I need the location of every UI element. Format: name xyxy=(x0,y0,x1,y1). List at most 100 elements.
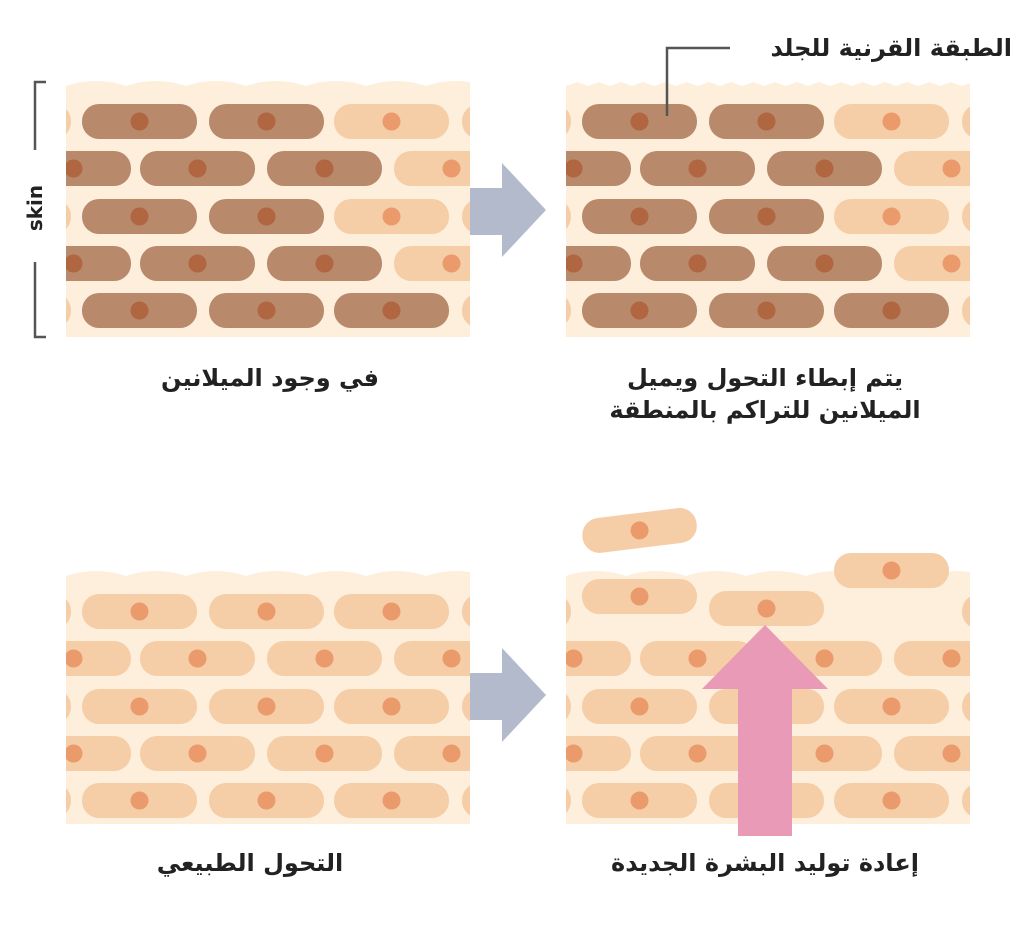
skin-cell xyxy=(582,199,697,234)
caption-slowed-turnover-line1: يتم إبطاء التحول ويميل xyxy=(626,364,904,392)
skin-cell xyxy=(140,641,255,676)
cell-nucleus xyxy=(188,744,207,763)
cell-nucleus xyxy=(566,254,583,273)
cell-nucleus xyxy=(5,208,23,226)
cell-nucleus xyxy=(188,159,207,178)
cell-nucleus xyxy=(130,112,149,131)
cell-nucleus xyxy=(315,254,334,273)
cell-nucleus xyxy=(5,113,23,131)
cell-nucleus xyxy=(566,159,583,178)
skin-cell xyxy=(566,151,631,186)
cell-nucleus xyxy=(442,254,461,273)
cell-nucleus xyxy=(257,301,276,320)
cell-nucleus xyxy=(130,791,149,810)
arrow-right-icon xyxy=(470,163,546,257)
skin-cell xyxy=(5,693,71,720)
cell-nucleus xyxy=(1011,302,1024,320)
skin-cell xyxy=(566,693,571,720)
skin-cell xyxy=(894,641,970,676)
cell-nucleus xyxy=(688,159,707,178)
cell-nucleus xyxy=(630,301,649,320)
skin-cell xyxy=(962,785,970,816)
cell-nucleus xyxy=(511,302,529,320)
cell-nucleus xyxy=(630,112,649,131)
cell-nucleus xyxy=(66,159,83,178)
skin-cell xyxy=(834,553,949,588)
skin-cell xyxy=(834,293,949,328)
cell-nucleus xyxy=(815,159,834,178)
skin-cell xyxy=(267,151,382,186)
skin-cell xyxy=(767,736,882,771)
skin-cell xyxy=(209,783,324,818)
shedding-cells xyxy=(582,508,949,588)
cell-nucleus xyxy=(757,207,776,226)
cell-nucleus xyxy=(882,301,901,320)
skin-cell xyxy=(709,199,824,234)
cell-nucleus xyxy=(882,207,901,226)
cell-nucleus xyxy=(630,521,649,540)
arrow-up-icon xyxy=(702,625,828,836)
cell-nucleus xyxy=(188,649,207,668)
panel-slowed-turnover xyxy=(505,82,1024,337)
cell-nucleus xyxy=(257,791,276,810)
cell-nucleus xyxy=(130,207,149,226)
skin-cell xyxy=(82,104,197,139)
skin-cell xyxy=(334,293,449,328)
caption-with-melanin: في وجود الميلانين xyxy=(160,364,380,392)
cell-nucleus xyxy=(505,302,523,320)
cell-nucleus xyxy=(5,698,23,716)
skin-cell xyxy=(334,104,449,139)
skin-cell xyxy=(505,297,571,324)
cell-nucleus xyxy=(315,744,334,763)
cell-nucleus xyxy=(882,697,901,716)
skin-cell xyxy=(5,203,71,230)
skin-cell xyxy=(709,293,824,328)
skin-cell xyxy=(82,783,197,818)
callout-line xyxy=(665,46,730,116)
skin-cell xyxy=(582,508,697,553)
cell-nucleus xyxy=(382,602,401,621)
skin-cell xyxy=(82,689,197,724)
cell-nucleus xyxy=(5,302,23,320)
cell-nucleus xyxy=(630,207,649,226)
skin-cell xyxy=(334,783,449,818)
cell-nucleus xyxy=(511,603,529,621)
skin-cell xyxy=(834,689,949,724)
skin-cell xyxy=(962,691,1024,722)
skin-cell xyxy=(767,246,882,281)
skin-cell xyxy=(82,293,197,328)
skin-cell xyxy=(640,736,755,771)
skin-cell xyxy=(209,293,324,328)
cell-nucleus xyxy=(505,792,523,810)
cell-nucleus xyxy=(382,112,401,131)
cell-nucleus xyxy=(1011,603,1024,621)
cell-nucleus xyxy=(1011,208,1024,226)
cell-nucleus xyxy=(566,649,583,668)
caption-slowed-turnover-line2: الميلانين للتراكم بالمنطقة xyxy=(609,396,921,424)
cell-nucleus xyxy=(1011,698,1024,716)
cell-nucleus xyxy=(566,744,583,763)
skin-cell xyxy=(209,199,324,234)
skin-label: skin xyxy=(23,185,47,231)
cell-nucleus xyxy=(5,603,23,621)
cell-nucleus xyxy=(382,207,401,226)
cell-nucleus xyxy=(130,697,149,716)
skin-cell xyxy=(209,689,324,724)
cell-nucleus xyxy=(130,301,149,320)
caption-regeneration: إعادة توليد البشرة الجديدة xyxy=(611,849,919,877)
skin-cell xyxy=(894,736,970,771)
skin-cell xyxy=(582,689,697,724)
skin-cell xyxy=(82,594,197,629)
skin-cell xyxy=(582,579,697,614)
callout-label-stratum-corneum: الطبقة القرنية للجلد xyxy=(770,34,1012,62)
cell-nucleus xyxy=(630,697,649,716)
skin-cell xyxy=(140,736,255,771)
cell-nucleus xyxy=(66,649,83,668)
cell-nucleus xyxy=(257,602,276,621)
skin-cell xyxy=(394,246,470,281)
cell-nucleus xyxy=(382,697,401,716)
cell-nucleus xyxy=(66,254,83,273)
cell-nucleus xyxy=(505,603,523,621)
skin-cell xyxy=(66,736,131,771)
cell-nucleus xyxy=(942,744,961,763)
